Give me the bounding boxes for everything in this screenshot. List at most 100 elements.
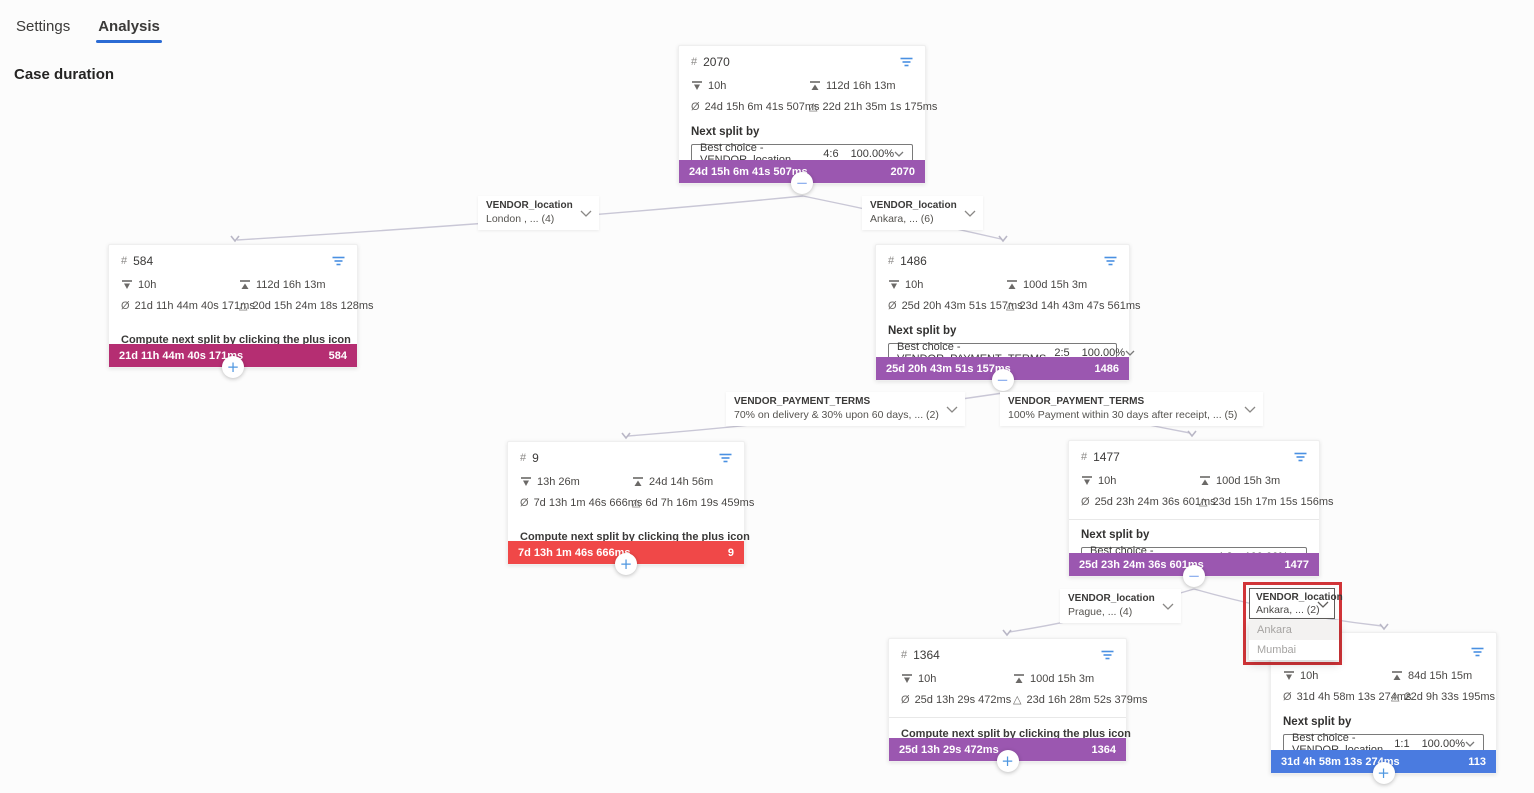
max-duration-icon xyxy=(1014,674,1024,683)
page-title: Case duration xyxy=(14,66,115,83)
chevron-down-icon[interactable] xyxy=(946,400,958,418)
tab-settings[interactable]: Settings xyxy=(16,18,71,35)
std-duration: △ 6d 7h 16m 19s 459ms xyxy=(632,496,755,509)
expand-node-button[interactable]: + xyxy=(996,750,1019,772)
tree-node-113: # 113 10h 84d 15h 15m Ø 31d 4h 58m 13s 2… xyxy=(1270,632,1497,784)
case-count-icon: # xyxy=(121,255,128,267)
filter-icon[interactable] xyxy=(900,57,913,68)
chevron-down-icon[interactable] xyxy=(580,204,592,222)
collapse-node-button[interactable]: − xyxy=(791,172,813,194)
std-duration-icon: △ xyxy=(1199,495,1208,508)
split-option-mumbai[interactable]: Mumbai xyxy=(1257,644,1297,656)
std-duration-icon: △ xyxy=(1006,299,1015,312)
min-duration: 10h xyxy=(1283,670,1391,682)
avg-duration: Ø 21d 11h 44m 40s 171ms xyxy=(121,299,255,312)
max-duration: 24d 14h 56m xyxy=(632,476,754,488)
max-duration-icon xyxy=(810,81,820,90)
std-duration: △ 22d 21h 35m 1s 175ms xyxy=(809,100,938,113)
case-count-icon: # xyxy=(901,649,908,661)
chevron-down-icon xyxy=(1465,738,1475,750)
edge-label-payment-terms-100: VENDOR_PAYMENT_TERMS 100% Payment within… xyxy=(1000,392,1264,426)
edge-label-london: VENDOR_location London , ... (4) xyxy=(478,196,599,230)
min-duration: 10h xyxy=(1081,475,1199,487)
min-duration-icon xyxy=(902,674,912,683)
split-option-ankara[interactable]: Ankara xyxy=(1249,620,1339,640)
min-duration: 10h xyxy=(901,673,1013,685)
min-duration: 13h 26m xyxy=(520,476,632,488)
split-options-menu: Ankara Mumbai xyxy=(1249,620,1339,660)
filter-icon[interactable] xyxy=(1101,650,1114,661)
max-duration: 84d 15h 15m xyxy=(1391,670,1495,682)
filter-icon[interactable] xyxy=(719,453,732,464)
filter-icon[interactable] xyxy=(1294,452,1307,463)
case-count-icon: # xyxy=(520,452,527,464)
avg-duration: Ø 25d 20h 43m 51s 157ms xyxy=(888,299,1023,312)
std-duration-icon: △ xyxy=(1013,693,1022,706)
max-duration-icon xyxy=(1007,280,1017,289)
tree-node-1477: # 1477 10h 100d 15h 3m Ø 25d 23h 24m 36s… xyxy=(1068,440,1334,587)
edge-label-ankara-6: VENDOR_location Ankara, ... (6) xyxy=(862,196,983,230)
min-duration-icon xyxy=(1284,671,1294,680)
expand-node-button[interactable]: + xyxy=(615,553,637,575)
std-duration: △ 22d 9h 33s 195ms xyxy=(1391,690,1495,703)
std-duration-icon: △ xyxy=(632,496,641,509)
avg-duration-icon: Ø xyxy=(691,100,700,113)
avg-duration-icon: Ø xyxy=(1081,495,1090,508)
chevron-down-icon xyxy=(894,148,904,160)
min-duration: 10h xyxy=(888,279,1006,291)
std-duration-icon: △ xyxy=(1391,690,1400,703)
compute-split-hint: Compute next split by clicking the plus … xyxy=(901,728,1131,740)
filter-icon[interactable] xyxy=(332,256,345,267)
avg-duration: Ø 7d 13h 1m 46s 666ms xyxy=(520,496,643,509)
min-duration-icon xyxy=(122,280,132,289)
avg-duration-icon: Ø xyxy=(901,693,910,706)
expand-node-button[interactable]: + xyxy=(1372,762,1395,784)
tree-node-1486: # 1486 10h 100d 15h 3m Ø 25d 20h 43m 51s… xyxy=(875,244,1141,391)
collapse-node-button[interactable]: − xyxy=(1183,565,1205,587)
tree-node-9: # 9 13h 26m 24d 14h 56m Ø 7d 13h 1m 46s … xyxy=(507,441,754,575)
max-duration: 112d 16h 13m xyxy=(239,279,374,291)
next-split-label: Next split by xyxy=(1283,716,1352,728)
filter-icon[interactable] xyxy=(1471,647,1484,658)
next-split-label: Next split by xyxy=(888,325,957,337)
compute-split-hint: Compute next split by clicking the plus … xyxy=(121,334,351,346)
filter-icon[interactable] xyxy=(1104,256,1117,267)
std-duration: △ 23d 14h 43m 47s 561ms xyxy=(1006,299,1141,312)
max-duration-icon xyxy=(1392,671,1402,680)
case-count-icon: # xyxy=(691,56,698,68)
tree-node-584: # 584 10h 112d 16h 13m Ø 21d 11h 44m 40s… xyxy=(108,244,374,378)
edge-label-prague: VENDOR_location Prague, ... (4) xyxy=(1060,589,1181,623)
edge-label-payment-terms-70: VENDOR_PAYMENT_TERMS 70% on delivery & 3… xyxy=(726,392,965,426)
min-duration-icon xyxy=(889,280,899,289)
std-duration: △ 23d 16h 28m 52s 379ms xyxy=(1013,693,1148,706)
std-duration: △ 23d 15h 17m 15s 156ms xyxy=(1199,495,1334,508)
collapse-node-button[interactable]: − xyxy=(991,369,1014,391)
max-duration: 100d 15h 3m xyxy=(1013,673,1148,685)
std-duration: △ 20d 15h 24m 18s 128ms xyxy=(239,299,374,312)
tab-analysis[interactable]: Analysis xyxy=(96,14,162,43)
avg-duration: Ø 31d 4h 58m 13s 274ms xyxy=(1283,690,1412,703)
avg-duration: Ø 25d 13h 29s 472ms xyxy=(901,693,1012,706)
compute-split-hint: Compute next split by clicking the plus … xyxy=(520,531,750,543)
card-divider xyxy=(889,717,1126,718)
max-duration-icon xyxy=(633,477,643,486)
avg-duration-icon: Ø xyxy=(121,299,130,312)
std-duration-icon: △ xyxy=(809,100,818,113)
case-count: 1477 xyxy=(1093,450,1120,464)
avg-duration-icon: Ø xyxy=(1283,690,1292,703)
expand-node-button[interactable]: + xyxy=(222,356,244,378)
max-duration: 100d 15h 3m xyxy=(1199,475,1334,487)
chevron-down-icon[interactable] xyxy=(1244,400,1256,418)
chevron-down-icon[interactable] xyxy=(1162,597,1174,615)
case-count: 1486 xyxy=(900,254,927,268)
chevron-down-icon[interactable] xyxy=(964,204,976,222)
min-duration-icon xyxy=(521,477,531,486)
avg-duration: Ø 25d 23h 24m 36s 601ms xyxy=(1081,495,1216,508)
edge-split-dropdown-ankara[interactable]: VENDOR_location Ankara, ... (2) xyxy=(1249,588,1343,619)
